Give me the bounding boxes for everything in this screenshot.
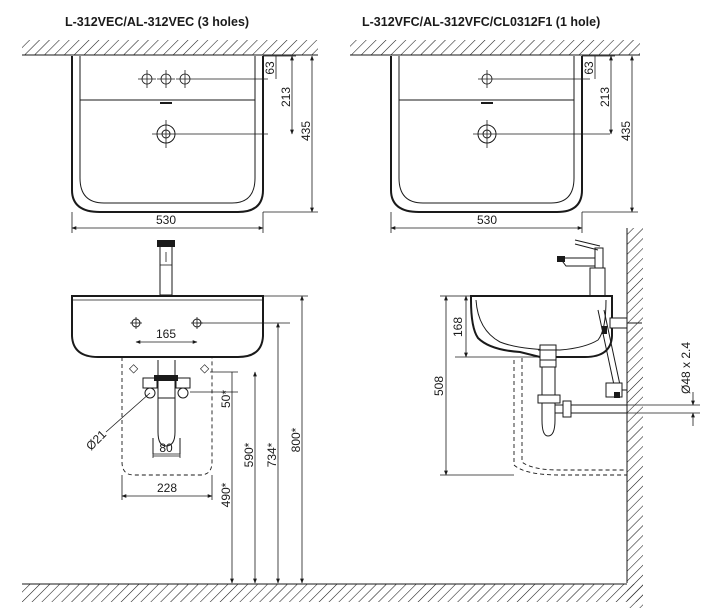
dim-213-left: 213	[279, 87, 293, 107]
svg-text:◇: ◇	[129, 361, 139, 375]
mounting-bolt-left	[130, 317, 142, 329]
floor-hatch	[22, 584, 643, 602]
angle-valve-side	[597, 309, 642, 398]
dim-80: 80	[159, 441, 173, 455]
pedestal-dashed	[121, 357, 213, 476]
dim-435-left: 435	[299, 121, 313, 141]
dim-168: 168	[451, 317, 465, 337]
wall-hatch-top-right	[350, 40, 640, 55]
left-title: L-312VEC/AL-312VEC (3 holes)	[65, 15, 249, 29]
dim-213-right: 213	[598, 87, 612, 107]
right-title: L-312VFC/AL-312VFC/CL0312F1 (1 hole)	[362, 15, 600, 29]
front-view: 165 ◇ ◇ 50* Ø21 80	[71, 240, 308, 584]
dim-508: 508	[432, 376, 446, 396]
dim-590: 590*	[242, 442, 256, 467]
basin-outline-right	[390, 56, 583, 213]
dim-63-right: 63	[582, 61, 596, 75]
faucet-side	[557, 239, 606, 296]
dim-228: 228	[157, 481, 177, 495]
basin-section-side	[470, 295, 613, 358]
tap-hole-right	[478, 70, 496, 88]
basin-front	[71, 295, 264, 358]
dim-50: 50*	[219, 390, 233, 408]
dim-165: 165	[156, 327, 176, 341]
dim-800: 800*	[289, 427, 303, 452]
wall-hatch-top-left	[22, 40, 318, 55]
dim-530-left: 530	[156, 213, 176, 227]
drain-right	[473, 120, 610, 148]
trap-side	[537, 344, 627, 437]
trap-front	[142, 360, 191, 455]
dim-530-right: 530	[477, 213, 497, 227]
side-view: 168 508 Ø48 x 2.4	[432, 228, 700, 608]
left-top-view: 63 213 435 530	[22, 40, 318, 233]
wall-hatch-side	[627, 228, 643, 608]
basin-outline-left	[71, 56, 264, 213]
pedestal-dashed-side	[513, 360, 627, 476]
faucet-front	[157, 240, 175, 296]
dim-d21: Ø21	[83, 427, 109, 453]
dim-435-right: 435	[619, 121, 633, 141]
dim-d48: Ø48 x 2.4	[679, 342, 693, 394]
drain-left	[152, 120, 268, 148]
tap-hole-left-1	[138, 70, 156, 88]
dim-734: 734*	[265, 442, 279, 467]
right-top-view: 63 213 435 530	[350, 40, 640, 233]
dim-63-left: 63	[263, 61, 277, 75]
dim-490: 490*	[219, 482, 233, 507]
svg-text:◇: ◇	[200, 361, 210, 375]
tap-hole-left-2	[157, 70, 175, 88]
tap-hole-left-3	[176, 70, 194, 88]
